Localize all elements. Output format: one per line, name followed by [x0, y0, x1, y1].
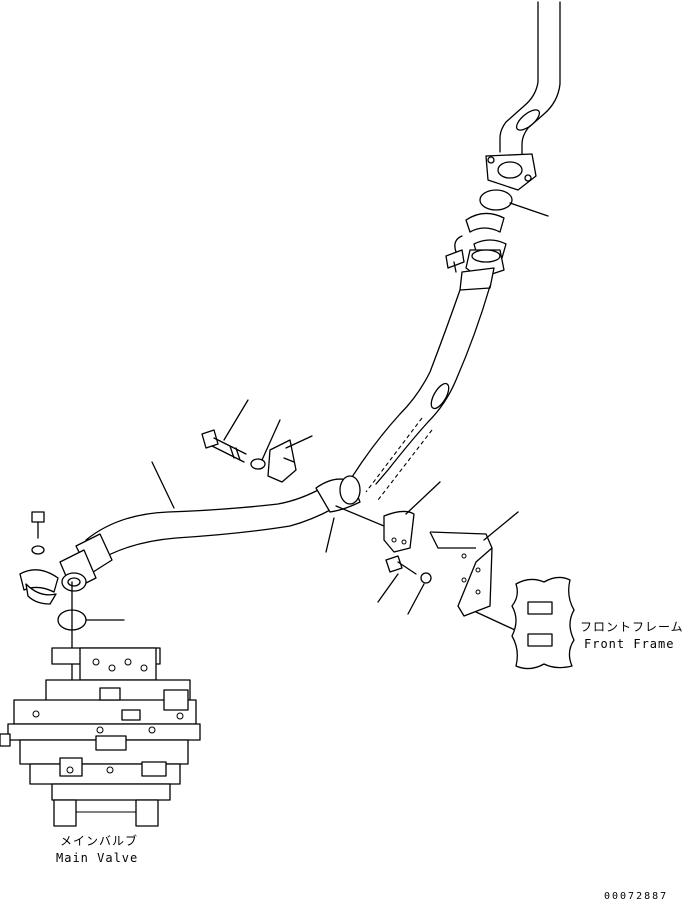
leader-hose-clamp: [285, 435, 313, 449]
leader-clamp-cushion: [405, 481, 441, 515]
mounting-bracket: [429, 531, 493, 617]
leader-clamp-bolt: [223, 399, 249, 441]
figure-number: 00072887: [604, 891, 669, 902]
bracket-washer: [420, 572, 432, 584]
left-split-flange: [19, 569, 59, 605]
leader-mounting-bracket: [483, 511, 519, 541]
clamp-cushion: [383, 510, 415, 553]
main-valve-label-en: Main Valve: [56, 851, 139, 865]
leader-bracket-washer: [407, 583, 425, 615]
upper-hose: [349, 285, 491, 485]
upper-pipe: [499, 1, 561, 157]
front-frame-label-jp: フロントフレーム: [580, 620, 684, 634]
lower-hose: [85, 475, 361, 563]
upper-flange: [485, 153, 537, 191]
left-washer: [31, 545, 45, 555]
upper-o-ring: [479, 189, 513, 211]
left-bolt: [31, 511, 45, 539]
lower-hose-fitting: [59, 533, 113, 592]
front-frame: [511, 576, 575, 670]
hose-clamp: [267, 439, 297, 483]
upper-bolt: [445, 249, 465, 273]
hose-hidden-line-2: [377, 429, 433, 501]
front-frame-label-en: Front Frame: [584, 637, 675, 651]
leader-lower-hose: [151, 461, 175, 509]
leader-upper-o-ring: [509, 202, 549, 217]
main-valve-label-jp: メインバルブ: [60, 834, 139, 848]
leader-clamp-washer: [261, 419, 281, 461]
hose-to-bracket-line: [335, 505, 385, 527]
clamp-washer: [250, 458, 266, 470]
hose-hidden-line: [365, 417, 423, 493]
main-valve: [0, 581, 201, 827]
leader-bracket-bolt: [377, 573, 399, 603]
leader-clamp-lower: [325, 517, 335, 553]
bracket-bolt: [385, 555, 417, 575]
clamp-bolt: [201, 429, 247, 463]
upper-hose-fitting: [459, 249, 505, 291]
